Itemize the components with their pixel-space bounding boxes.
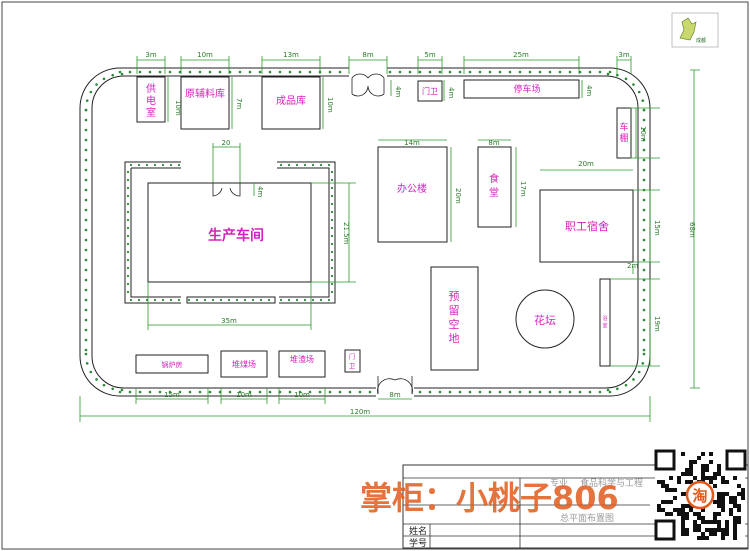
dim-4m-a: 4m bbox=[394, 86, 402, 97]
dim-7m: 7m bbox=[235, 98, 243, 109]
dim-10m-v2: 10m bbox=[326, 97, 334, 113]
raw-material-store-label: 原辅料库 bbox=[185, 87, 225, 100]
office-building bbox=[377, 146, 448, 243]
bottom-gate-door bbox=[377, 378, 413, 395]
dim-20m-v: 20m bbox=[454, 188, 462, 204]
dim-20: 20 bbox=[222, 139, 231, 147]
shop-watermark: 掌柜：小桃子806 bbox=[360, 479, 619, 517]
coal-yard-label: 堆煤场 bbox=[232, 359, 256, 369]
bath-house bbox=[599, 278, 611, 367]
power-room-label-2: 电 bbox=[146, 94, 156, 107]
major-label: 专业 bbox=[550, 477, 568, 489]
reserved-land-label-2: 留 bbox=[449, 304, 460, 317]
dim-25m: 25m bbox=[513, 51, 529, 59]
bike-shed bbox=[616, 107, 632, 159]
gate-house-top-label: 门卫 bbox=[422, 86, 438, 96]
production-workshop-yard bbox=[124, 161, 336, 304]
production-workshop bbox=[147, 182, 312, 283]
workshop-door bbox=[212, 183, 241, 197]
boiler-room bbox=[135, 354, 209, 374]
flower-bed bbox=[515, 289, 575, 349]
office-building-label: 办公楼 bbox=[397, 182, 427, 195]
drawing-name: 总平面布置图 bbox=[560, 512, 614, 524]
dim-68m: 68m bbox=[688, 222, 696, 238]
dimension-lines bbox=[79, 56, 700, 422]
gate-house-top bbox=[417, 80, 443, 102]
reserved-land-label-1: 预 bbox=[449, 290, 460, 303]
power-room-label-3: 室 bbox=[146, 106, 156, 119]
dim-3m-a: 3m bbox=[145, 51, 156, 59]
bath-house-label-2: 室 bbox=[602, 322, 607, 329]
dim-13m: 13m bbox=[283, 51, 299, 59]
gate-house-bottom bbox=[344, 349, 361, 373]
dim-10m-b: 10m bbox=[236, 391, 252, 399]
bike-shed-label-1: 车 bbox=[619, 121, 628, 133]
dim-15m: 15m bbox=[164, 391, 180, 399]
name-label: 姓名 bbox=[409, 525, 427, 537]
dim-19m: 19m bbox=[653, 316, 661, 332]
major-value: 食品科学与工程 bbox=[580, 477, 643, 489]
dim-8m-c: 8m bbox=[389, 391, 400, 399]
map-city-label: 成都 bbox=[696, 37, 706, 44]
canteen-label-1: 食 bbox=[489, 172, 499, 185]
dim-10m-a: 10m bbox=[197, 51, 213, 59]
parking-lot-label: 停车场 bbox=[513, 83, 540, 95]
gate-house-bottom-label-1: 门 bbox=[349, 353, 355, 361]
power-room-label-1: 供 bbox=[146, 82, 156, 95]
reserved-land-label-3: 空 bbox=[449, 317, 460, 331]
location-map: 成都 bbox=[671, 12, 719, 48]
dim-2m: 2m bbox=[627, 262, 638, 270]
reserved-land bbox=[430, 266, 479, 371]
dim-3m-b: 3m bbox=[618, 51, 629, 59]
dim-120m: 120m bbox=[350, 408, 370, 416]
bath-house-label-1: 浴 bbox=[602, 315, 607, 322]
dim-8m-b: 8m bbox=[488, 139, 499, 147]
dim-21-5m: 21.5m bbox=[342, 222, 350, 245]
qr-code[interactable]: 淘 bbox=[654, 449, 747, 541]
dim-4m-b: 4m bbox=[447, 87, 455, 98]
top-gate-door bbox=[351, 73, 385, 79]
dim-14m: 14m bbox=[404, 139, 420, 147]
gate-house-bottom-label-2: 卫 bbox=[349, 363, 355, 370]
dim-4m-c: 4m bbox=[585, 85, 593, 96]
bike-shed-label-2: 棚 bbox=[619, 132, 628, 144]
boiler-room-label: 锅炉房 bbox=[162, 360, 183, 369]
slag-yard bbox=[278, 350, 326, 378]
flower-bed-label: 花坛 bbox=[534, 314, 556, 327]
student-id-label: 学号 bbox=[409, 537, 427, 549]
dim-10m-c: 10m bbox=[294, 391, 310, 399]
staff-dormitory bbox=[539, 189, 634, 263]
dim-15m-v: 15m bbox=[653, 220, 661, 236]
canteen-label-2: 堂 bbox=[489, 187, 499, 199]
dim-20m: 20m bbox=[578, 160, 594, 168]
raw-material-store bbox=[180, 76, 230, 130]
dim-17m: 17m bbox=[519, 181, 527, 197]
product-store-label: 成品库 bbox=[276, 94, 306, 107]
reserved-land-label-4: 地 bbox=[449, 332, 460, 345]
slag-yard-label: 堆渣场 bbox=[290, 354, 314, 364]
staff-dormitory-label: 职工宿舍 bbox=[565, 219, 609, 233]
bottom-gate-gap bbox=[376, 384, 414, 398]
coal-yard bbox=[220, 350, 268, 378]
dim-35m: 35m bbox=[221, 317, 237, 325]
dim-5m: 5m bbox=[424, 51, 435, 59]
dim-10m-v3: 10m bbox=[639, 126, 647, 142]
dim-10m-v1: 10m bbox=[174, 100, 182, 116]
product-store bbox=[261, 76, 321, 130]
production-workshop-label: 生产车间 bbox=[208, 227, 264, 244]
canteen bbox=[477, 146, 512, 228]
dim-8m-a: 8m bbox=[362, 51, 373, 59]
taobao-icon: 淘 bbox=[691, 487, 707, 505]
parking-lot bbox=[463, 79, 580, 99]
dim-4m-d: 4m bbox=[256, 186, 264, 197]
power-room bbox=[136, 76, 166, 123]
